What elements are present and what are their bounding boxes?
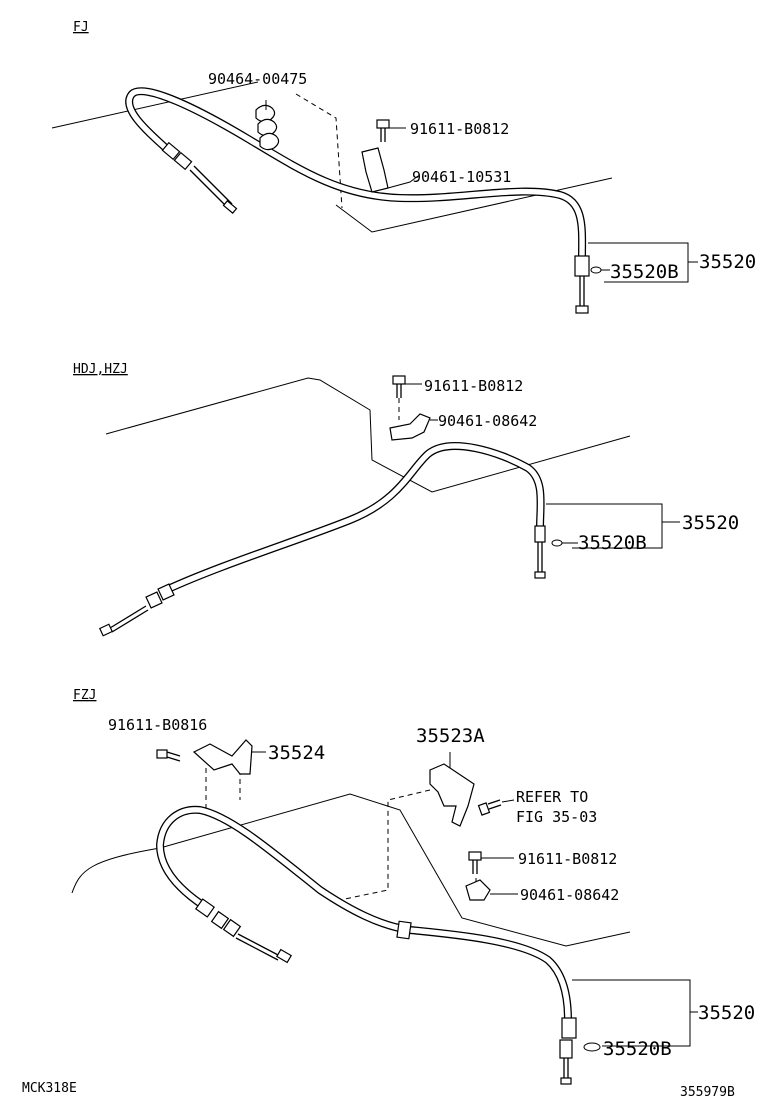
section-fj: FJ 9046 [51,20,756,314]
cable-sleeve [396,920,412,940]
section-fzj: FZJ [71,688,755,1085]
footer-code-left: MCK318E [22,1081,77,1096]
bolt-icon [468,851,514,874]
leader-dashed [295,93,343,209]
cable-end-front [161,141,238,215]
parking-brake-cable [125,87,587,262]
floor-line [71,793,631,947]
floor-line [335,177,613,233]
callout-90464-00475: 90464-00475 [208,70,307,88]
floor-line [51,81,259,129]
cable-end-front [194,898,293,964]
seal-35520b [583,1042,601,1052]
footer-code-right: 355979B [680,1085,735,1100]
bracket-icon [192,739,266,775]
callout-91611-b0812: 91611-B0812 [424,377,523,395]
bolt-icon [156,749,181,762]
callout-35520: 35520 [682,512,739,534]
callout-35520: 35520 [698,1002,755,1024]
clip-icon [255,100,280,151]
section-title-hdj-hzj: HDJ,HZJ [73,362,128,377]
callout-35520b: 35520B [603,1038,672,1060]
bolt-icon [376,119,406,142]
callout-35524: 35524 [268,742,325,764]
callout-91611-b0816: 91611-B0816 [108,716,207,734]
callout-90461-10531: 90461-10531 [412,168,511,186]
callout-90461-08642: 90461-08642 [438,412,537,430]
callout-91611-b0812: 91611-B0812 [518,850,617,868]
callout-35523a: 35523A [416,725,485,747]
bracket-icon [429,752,475,827]
seal-35520b [590,266,602,274]
clamp-icon [465,879,518,901]
callout-refer-to: REFER TO [516,788,588,806]
callout-35520b: 35520B [610,261,679,283]
cable-end-rear [534,525,563,579]
bracket-lead [572,979,691,1047]
bolt-icon [477,799,515,816]
callout-35520: 35520 [699,251,756,273]
bolt-icon [392,375,422,420]
section-title-fzj: FZJ [73,688,96,703]
section-hdj-hzj: HDJ,HZJ 91611-B0 [73,362,739,637]
cable-end-rear [574,255,602,314]
callout-91611-b0812: 91611-B0812 [410,120,509,138]
callout-35520b: 35520B [578,532,647,554]
callout-fig-35-03: FIG 35-03 [516,808,597,826]
cable-end-rear [559,1017,601,1085]
callout-90461-08642: 90461-08642 [520,886,619,904]
bracket-lead [546,503,663,549]
clamp-icon [389,413,438,441]
clamp-icon [361,147,419,193]
cable-end-front [98,583,175,637]
section-title-fj: FJ [73,20,89,35]
seal-35520b [551,539,563,547]
floor-line [105,377,631,493]
